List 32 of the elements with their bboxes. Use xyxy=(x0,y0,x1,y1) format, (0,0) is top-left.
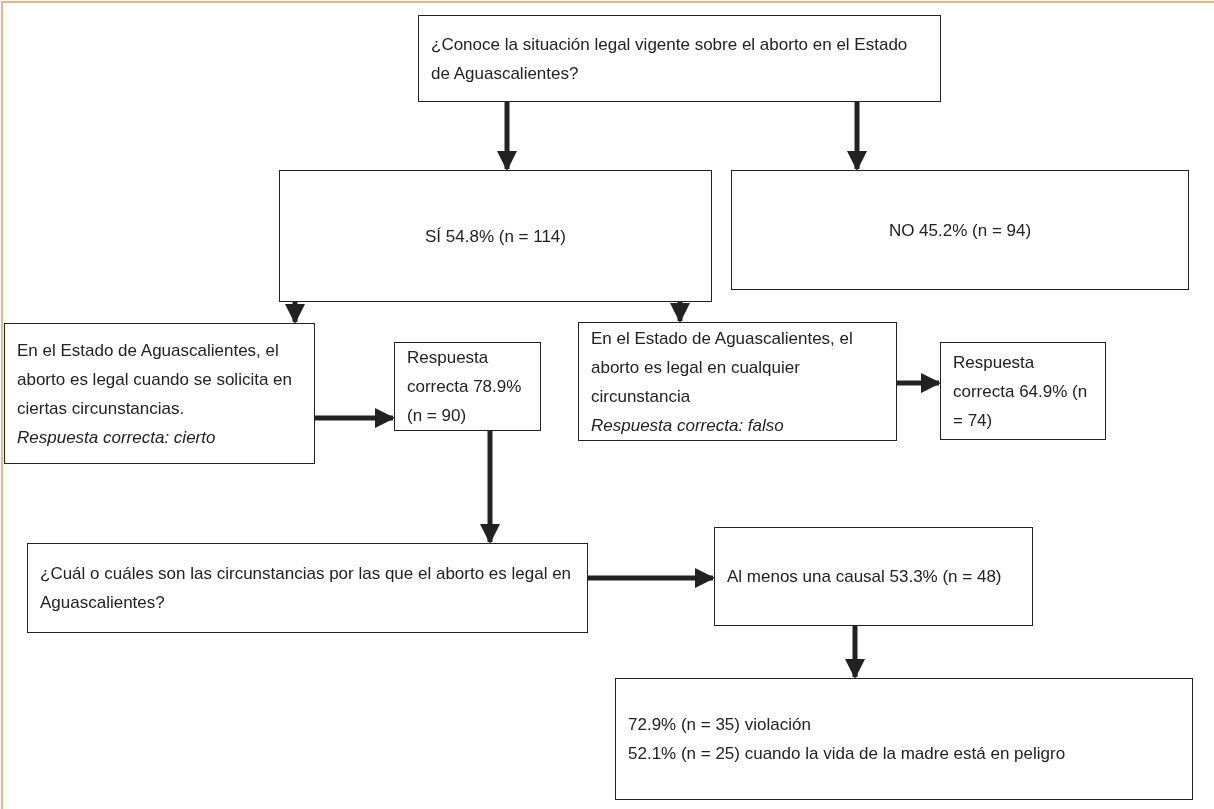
process-box xyxy=(279,170,712,302)
arrow xyxy=(315,408,395,428)
node-text: ¿Cuál o cuáles son las circunstancias por las que el aborto es legal en Aguascalientes? xyxy=(40,563,573,614)
node-text: En el Estado de Aguascalientes, el aborto es legal en cualquier circunstancia xyxy=(591,327,854,408)
process-box xyxy=(578,322,897,441)
node-text: NO 45.2% (n = 94) xyxy=(888,219,1032,242)
node-text: SÍ 54.8% (n = 114) xyxy=(425,225,566,248)
question-box xyxy=(418,15,941,102)
node-text: Respuesta correcta 78.9% (n = 90) xyxy=(407,347,523,427)
arrow xyxy=(847,102,867,171)
node-text: 72.9% (n = 35) violación xyxy=(628,714,812,736)
arrow xyxy=(670,302,690,323)
answer-note: Respuesta correcta: falso xyxy=(591,414,785,437)
node-text: Al menos una causal 53.3% (n = 48) xyxy=(727,566,1003,588)
node-text: En el Estado de Aguascalientes, el aborto es legal cuando se solicita en ciertas circunstancias. xyxy=(17,339,293,420)
process-box xyxy=(714,527,1033,626)
process-box xyxy=(4,323,315,464)
node-text: ¿Conoce la situación legal vigente sobre el aborto en el Estado de Aguascalientes? xyxy=(431,33,909,85)
arrow xyxy=(897,373,941,393)
arrow xyxy=(480,431,500,544)
answer-note: Respuesta correcta: cierto xyxy=(17,426,217,449)
arrow xyxy=(497,102,517,171)
process-box xyxy=(615,678,1193,800)
question-box xyxy=(27,543,588,633)
process-box xyxy=(940,342,1106,440)
process-box xyxy=(731,170,1189,290)
arrow xyxy=(845,626,865,679)
node-text: 52.1% (n = 25) cuando la vida de la madre está en peligro xyxy=(628,743,1067,765)
node-text: Respuesta correcta 64.9% (n = 74) xyxy=(953,351,1089,432)
arrow xyxy=(588,568,715,588)
process-box xyxy=(394,342,541,431)
arrow xyxy=(285,302,305,324)
